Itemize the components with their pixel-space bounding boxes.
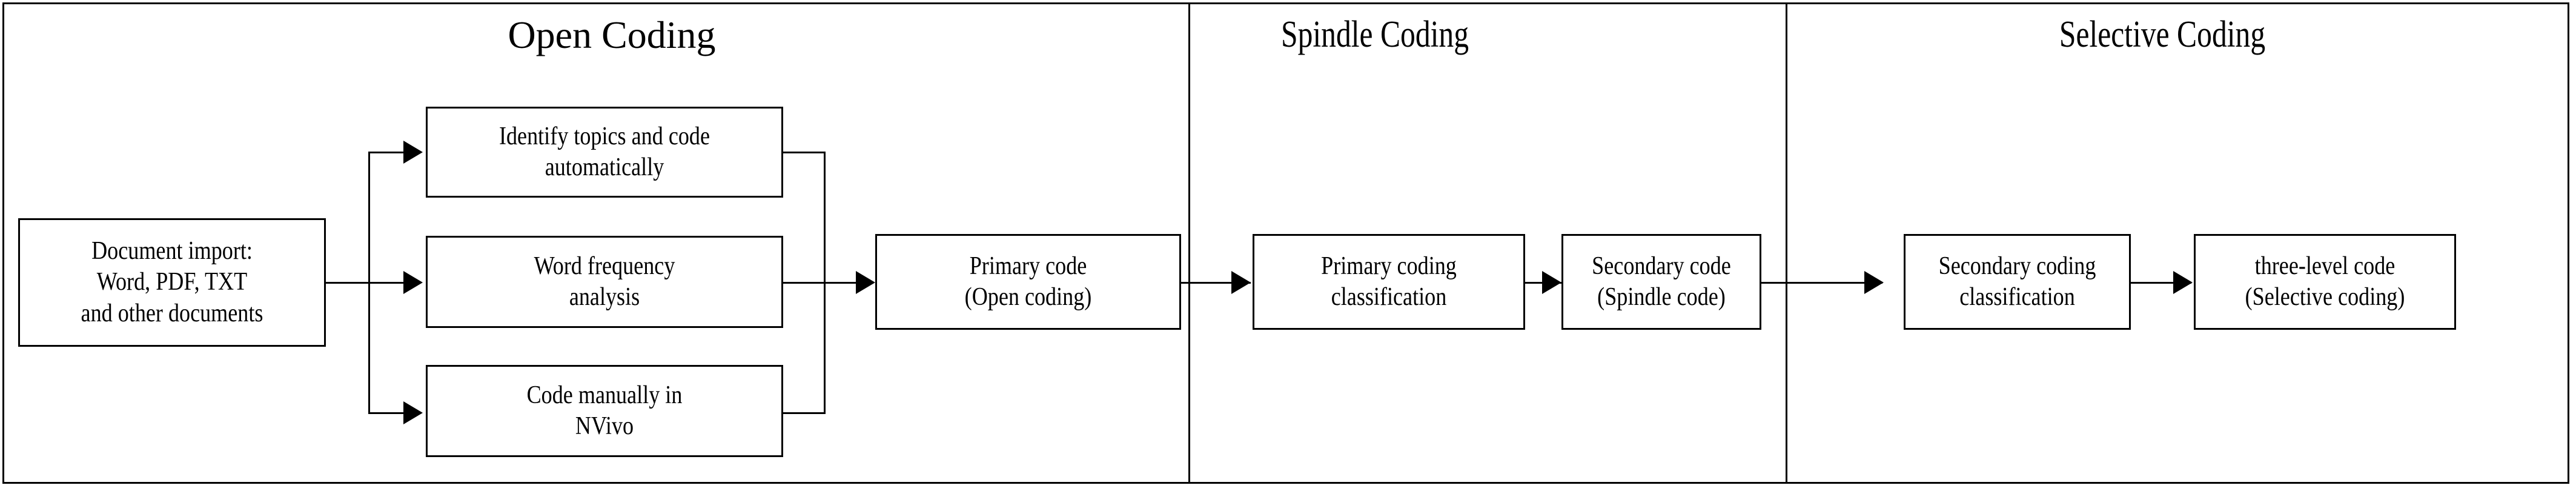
node-secondary-classification-label: Secondary coding classification [1938,252,2096,311]
node-primary-classification[interactable]: Primary coding classification [1253,234,1525,330]
section-divider-open-spindle [1188,2,1190,484]
edge-branch-arm-mid [368,282,403,284]
node-primary-code-label: Primary code (Open coding) [964,252,1092,311]
arrowhead-to-three-level-code [2173,271,2193,294]
edge-merge-arm-mid [783,282,856,284]
arrowhead-to-identify-topics [403,141,423,164]
edge-source-stub [326,282,369,284]
node-primary-code[interactable]: Primary code (Open coding) [875,234,1181,330]
node-code-manually-label: Code manually in NVivo [526,381,683,440]
node-word-frequency[interactable]: Word frequency analysis [426,236,783,328]
edge-secondary-classification-to-three-level [2131,282,2191,284]
node-three-level-code[interactable]: three-level code (Selective coding) [2194,234,2456,330]
edge-branch-arm-top [368,152,403,153]
edge-branch-arm-bottom [368,412,403,414]
node-secondary-code[interactable]: Secondary code (Spindle code) [1561,234,1761,330]
node-document-import[interactable]: Document import: Word, PDF, TXT and othe… [18,218,326,347]
arrowhead-to-secondary-classification [1864,271,1884,294]
node-secondary-code-label: Secondary code (Spindle code) [1592,252,1731,311]
node-code-manually[interactable]: Code manually in NVivo [426,365,783,457]
edge-merge-trunk [824,152,826,414]
node-primary-classification-label: Primary coding classification [1321,252,1457,311]
section-divider-spindle-selective [1786,2,1787,484]
node-word-frequency-label: Word frequency analysis [534,252,675,311]
edge-merge-arm-bottom [783,412,826,414]
arrowhead-to-primary-classification [1231,271,1251,294]
node-identify-topics[interactable]: Identify topics and code automatically [426,107,783,198]
arrowhead-to-secondary-code [1542,271,1561,294]
stage-title-selective-coding: Selective Coding [2059,14,2266,55]
arrowhead-to-primary-code [856,271,875,294]
node-three-level-code-label: three-level code (Selective coding) [2245,252,2405,311]
edge-merge-arm-top [783,152,826,153]
node-secondary-classification[interactable]: Secondary coding classification [1904,234,2131,330]
node-identify-topics-label: Identify topics and code automatically [498,122,710,181]
arrowhead-to-code-manually [403,401,423,424]
node-document-import-label: Document import: Word, PDF, TXT and othe… [81,237,263,327]
stage-title-spindle-coding: Spindle Coding [1280,14,1469,55]
edge-secondary-code-to-classification [1761,282,1882,284]
edge-primary-code-to-classification [1181,282,1251,284]
stage-title-open-coding: Open Coding [508,13,716,56]
arrowhead-to-word-frequency [403,271,423,294]
